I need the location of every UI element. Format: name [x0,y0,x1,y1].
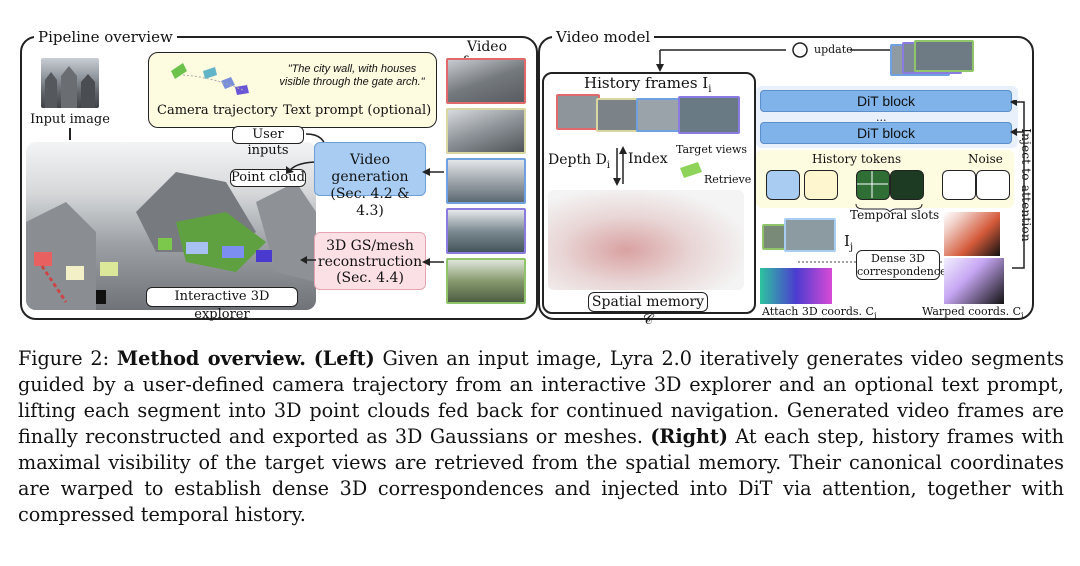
temporal-slot-grid [856,170,890,200]
caption-left-text: Given an input image, Lyra 2.0 iterative… [18,347,1064,448]
depth-label: Depth Di [548,152,610,171]
camera-trajectory-icon [171,63,249,95]
dit-ellipsis: ... [876,111,887,124]
caption-left-tag: (Left) [313,347,375,370]
target-views-label: Target views [676,143,748,156]
interactive-3d-explorer-scene [26,142,316,310]
history-frames-label: History frames Ii [584,74,712,95]
caption-right-text: At each step, history frames with maxima… [18,425,1064,526]
text-prompt-quote: "The city wall, with houses visible thro… [279,63,425,88]
video-frame-4 [446,208,526,254]
history-frame-3 [636,98,680,132]
noise-label: Noise [968,152,1003,166]
history-frame-4 [678,96,740,134]
dit-block-bottom: DiT block [760,122,1012,144]
text-prompt-label: Text prompt (optional) [283,103,432,118]
output-frames-stack [890,40,990,78]
video-generation-title: Video generation [331,152,409,185]
attach-coords-label: Attach 3D coords. Cj [762,305,877,321]
input-image-arrow [69,128,71,140]
retrieved-frame-2 [784,218,836,252]
video-model-title: Video model [552,27,655,47]
reconstruction-box: 3D GS/mesh reconstruction (Sec. 4.4) [314,232,426,290]
video-frame-2 [446,108,526,154]
warped-depth-map [944,212,1000,256]
reconstruction-section: (Sec. 4.4) [336,270,404,286]
user-inputs-label: User inputs [232,126,304,158]
user-prompt-box: "The city wall, with houses visible thro… [148,52,437,128]
frames-arrows [422,168,444,266]
history-token-blue [766,170,800,200]
pipeline-overview-title: Pipeline overview [34,27,177,47]
spatial-memory-pointcloud [548,190,744,290]
method-overview-figure: Pipeline overview Input image "The city … [20,27,1034,328]
warped-coords-map [944,258,1004,304]
caption-prefix: Figure 2: [18,347,117,370]
retrieve-label: Retrieve [704,173,752,186]
noise-token-2 [976,170,1010,200]
caption-right-tag: (Right) [650,425,728,448]
input-image-thumbnail [41,58,99,108]
history-frame-2 [596,98,640,132]
recon-to-explorer-arrow [300,256,316,264]
temporal-slot-dark [890,170,924,200]
history-token-yellow [804,170,838,200]
temporal-slots-brace [855,203,923,212]
video-generation-section: (Sec. 4.2 & 4.3) [330,186,410,219]
ij-label: Ij [844,232,854,253]
caption-bold-title: Method overview. [116,347,306,370]
index-label: Index [628,151,668,167]
video-frame-5 [446,258,526,304]
update-loop-arrows [656,42,890,72]
interactive-3d-explorer-label: Interactive 3D explorer [146,287,298,322]
warped-coords-label: Warped coords. Ci [922,305,1024,321]
update-label: update [814,43,853,56]
video-frame-3 [446,158,526,204]
spatial-memory-label: Spatial memory 𝒞 [588,292,708,328]
input-image-label: Input image [30,112,110,127]
temporal-slots-label: Temporal slots [850,208,940,222]
attach-coords-map [760,268,832,304]
video-generation-box: Video generation (Sec. 4.2 & 4.3) [314,142,426,219]
dit-block-top: DiT block [760,90,1012,112]
reconstruction-subtitle: reconstruction [317,254,423,270]
figure-caption: Figure 2: Method overview. (Left) Given … [18,346,1064,528]
noise-token-1 [942,170,976,200]
history-frame-1 [556,94,600,130]
camera-trajectory-label: Camera trajectory [157,103,278,118]
history-tokens-label: History tokens [812,152,902,166]
target-view-camera-icon [680,162,702,178]
video-frame-1 [446,58,526,104]
inject-arrows [1010,100,1025,269]
reconstruction-title: 3D GS/mesh [326,238,414,254]
depth-index-arrows [613,146,627,186]
dense-correspondence-box: Dense 3D correspondence [856,250,947,280]
